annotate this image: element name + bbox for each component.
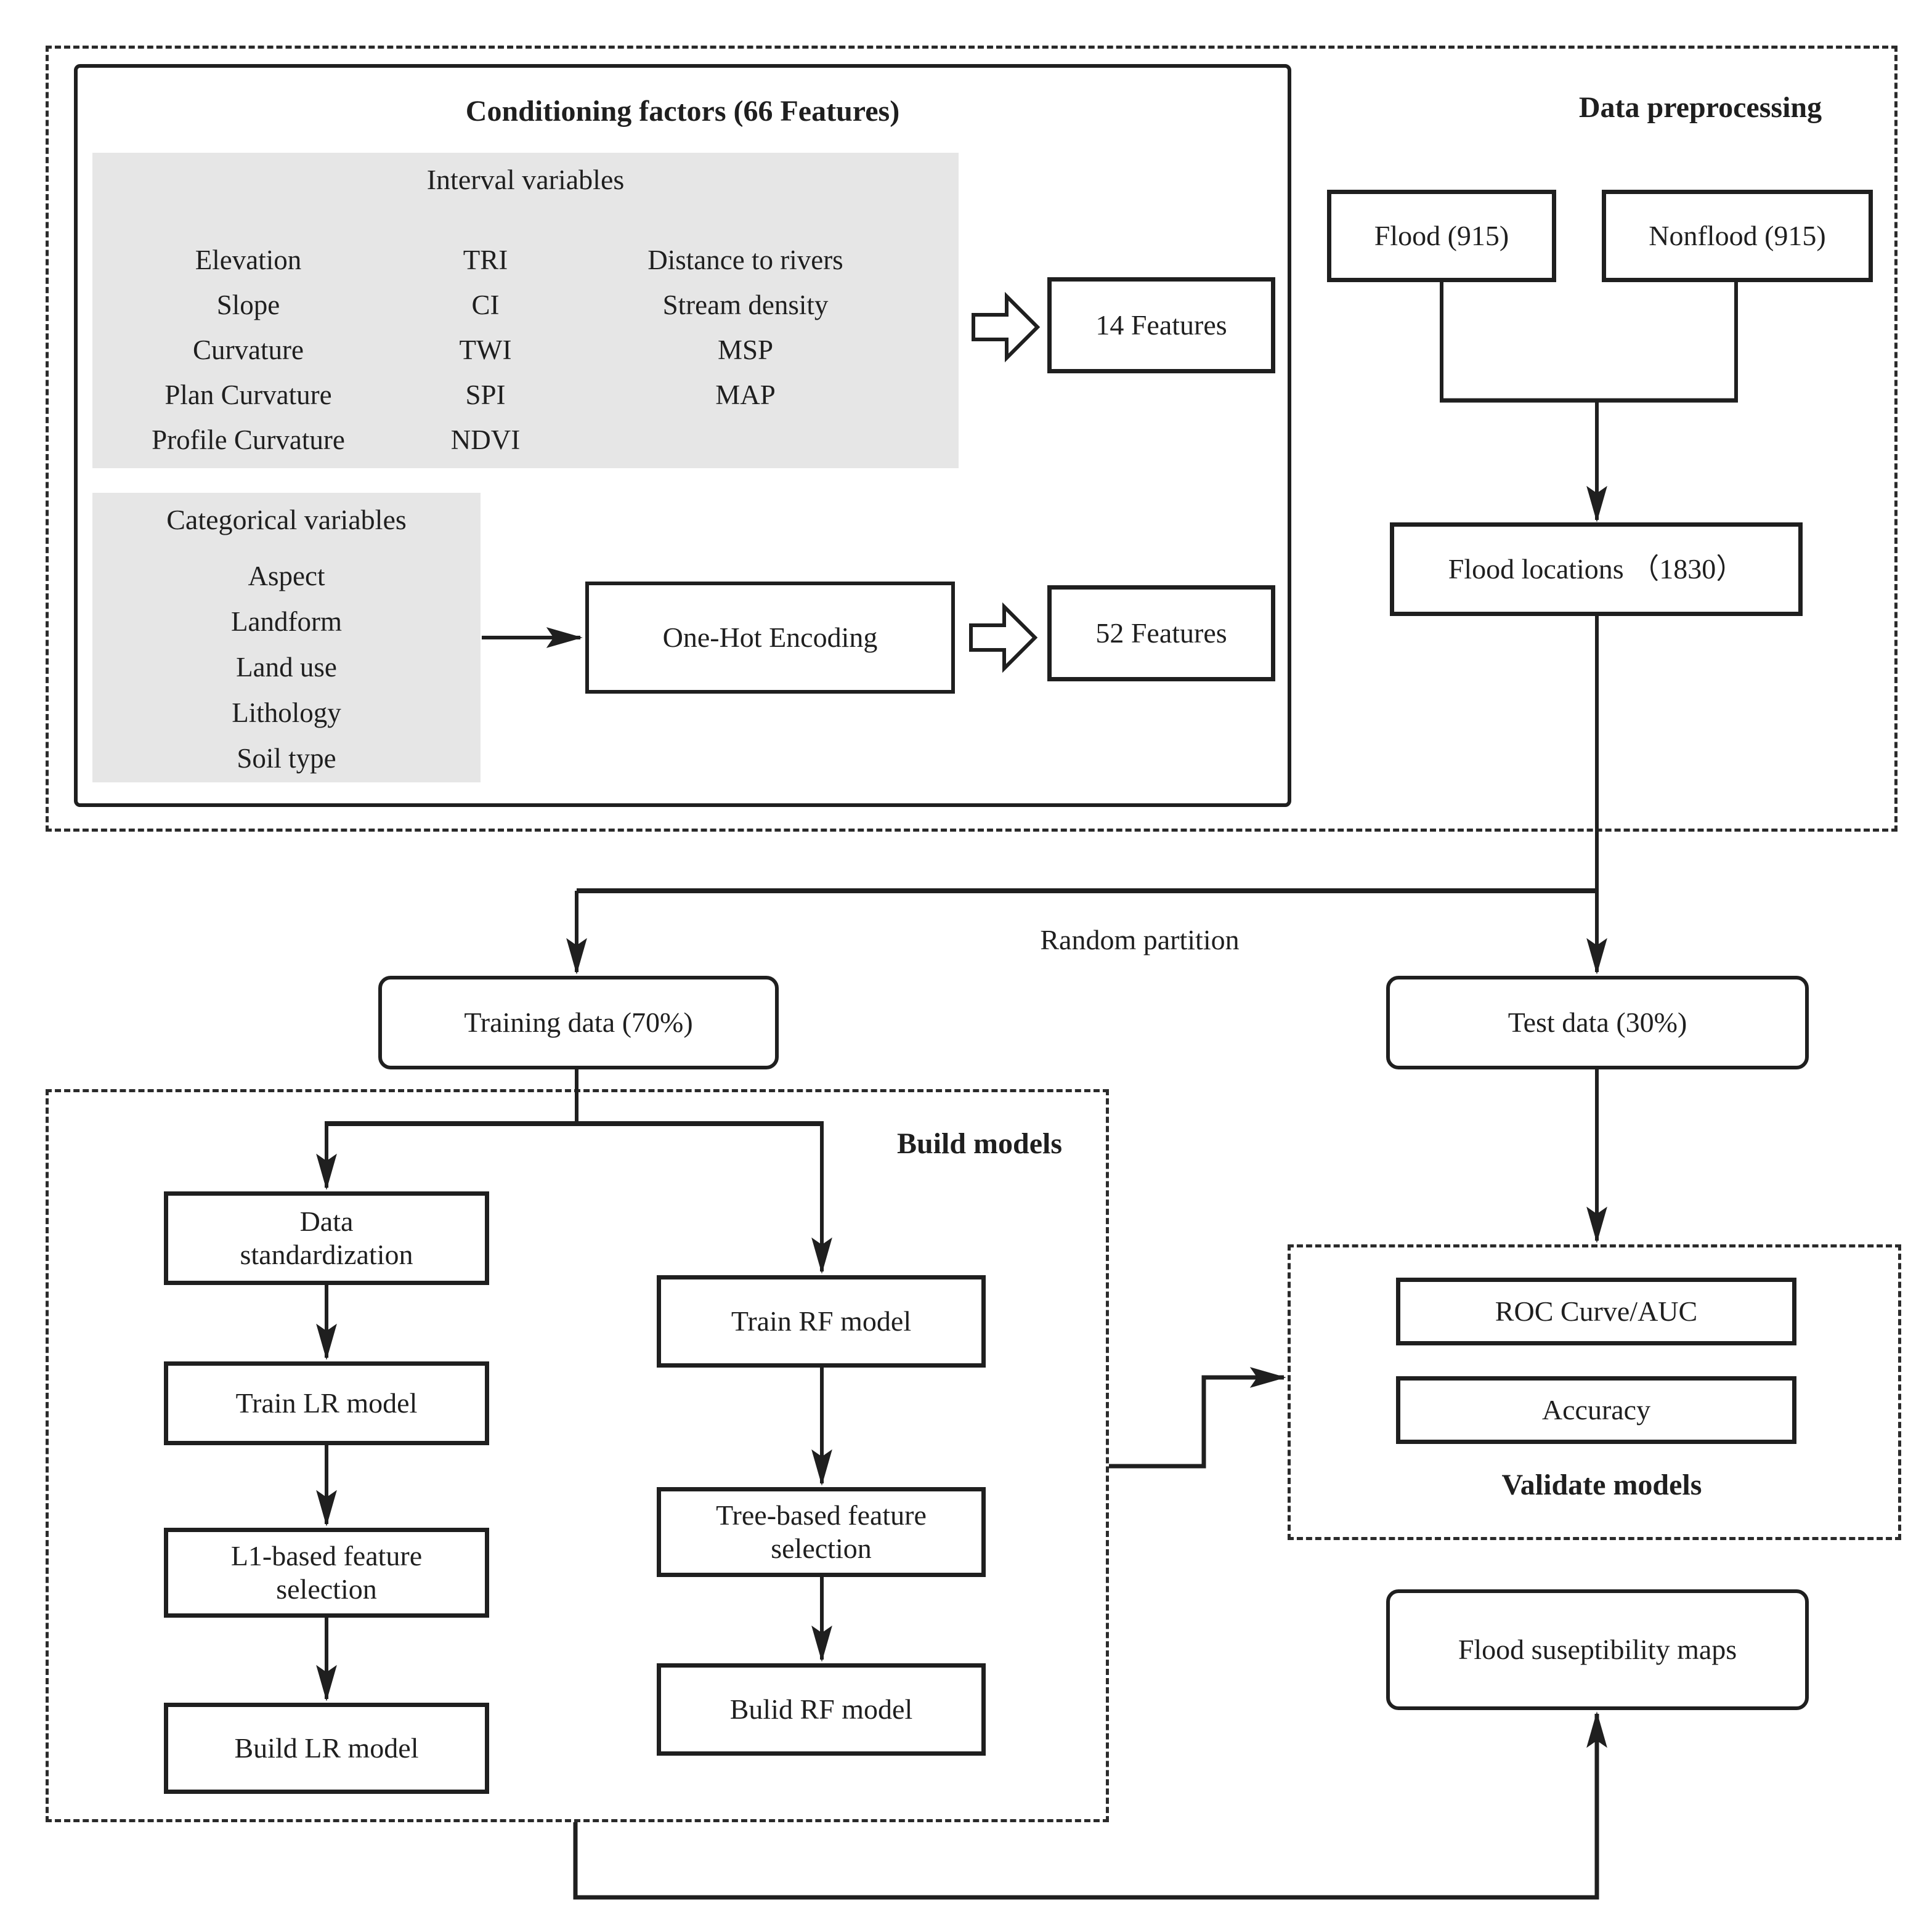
one-hot-encoding-box: One-Hot Encoding — [585, 582, 955, 694]
categorical-item: Land use — [236, 652, 337, 683]
flood-locations-box: Flood locations （1830） — [1390, 522, 1803, 616]
training-data-box: Training data (70%) — [378, 976, 779, 1069]
tree-feature-selection-box: Tree-based feature selection — [657, 1487, 986, 1577]
nonflood-label: Nonflood (915) — [1649, 219, 1826, 251]
tree-feature-selection-label: Tree-based feature selection — [716, 1499, 927, 1564]
build-lr-model-label: Build LR model — [234, 1732, 419, 1764]
interval-item: Plan Curvature — [164, 379, 332, 410]
interval-column-2: TRI CI TWI SPI NDVI — [404, 238, 567, 463]
flood-locations-label: Flood locations （1830） — [1448, 553, 1745, 585]
test-data-label: Test data (30%) — [1508, 1006, 1687, 1038]
build-rf-model-label: Bulid RF model — [729, 1693, 913, 1725]
interval-item: Elevation — [195, 245, 302, 275]
interval-item: MSP — [717, 335, 774, 365]
categorical-variables-title: Categorical variables — [166, 504, 407, 535]
fourteen-features-box: 14 Features — [1047, 277, 1275, 373]
l1-feature-selection-label: L1-based feature selection — [230, 1539, 423, 1605]
build-models-title: Build models — [896, 1127, 1063, 1160]
flood-box: Flood (915) — [1327, 190, 1556, 282]
fiftytwo-features-label: 52 Features — [1095, 617, 1227, 649]
data-preprocessing-title: Data preprocessing — [1578, 91, 1822, 124]
conditioning-factors-title: Conditioning factors (66 Features) — [465, 95, 900, 128]
data-standardization-label: Data standardization — [240, 1205, 413, 1270]
categorical-variables-panel — [92, 493, 481, 782]
interval-item: CI — [471, 290, 500, 320]
flood-susceptibility-maps-label: Flood suseptibility maps — [1458, 1633, 1737, 1665]
train-rf-model-label: Train RF model — [731, 1305, 912, 1337]
fiftytwo-features-box: 52 Features — [1047, 585, 1275, 681]
arrow-build-to-validate — [1109, 1367, 1286, 1469]
categorical-item: Aspect — [248, 561, 325, 591]
flood-label: Flood (915) — [1374, 219, 1509, 251]
validate-models-region — [1288, 1244, 1901, 1540]
interval-item: MAP — [715, 379, 776, 410]
accuracy-box: Accuracy — [1396, 1376, 1796, 1444]
interval-item: NDVI — [450, 424, 521, 455]
train-lr-model-label: Train LR model — [235, 1387, 418, 1419]
l1-feature-selection-box: L1-based feature selection — [164, 1528, 489, 1618]
interval-variables-title: Interval variables — [426, 164, 625, 195]
data-preprocessing-region — [46, 46, 1898, 832]
interval-column-1: Elevation Slope Curvature Plan Curvature… — [92, 238, 404, 463]
roc-auc-box: ROC Curve/AUC — [1396, 1278, 1796, 1345]
build-rf-model-box: Bulid RF model — [657, 1663, 986, 1756]
interval-column-3: Distance to rivers Stream density MSP MA… — [567, 238, 924, 418]
nonflood-box: Nonflood (915) — [1602, 190, 1873, 282]
train-rf-model-box: Train RF model — [657, 1275, 986, 1368]
interval-item: TRI — [463, 245, 508, 275]
flood-susceptibility-maps-box: Flood suseptibility maps — [1386, 1589, 1809, 1710]
interval-item: Stream density — [662, 290, 829, 320]
one-hot-encoding-label: One-Hot Encoding — [662, 621, 878, 653]
categorical-item: Landform — [231, 606, 342, 637]
train-lr-model-box: Train LR model — [164, 1361, 489, 1445]
interval-item: SPI — [465, 379, 506, 410]
roc-auc-label: ROC Curve/AUC — [1495, 1295, 1698, 1327]
categorical-item: Lithology — [232, 697, 341, 728]
random-partition-label: Random partition — [1040, 924, 1240, 955]
interval-item: Slope — [216, 290, 280, 320]
interval-item: Distance to rivers — [647, 245, 843, 275]
interval-item: Profile Curvature — [152, 424, 345, 455]
test-data-box: Test data (30%) — [1386, 976, 1809, 1069]
interval-item: TWI — [459, 335, 512, 365]
training-data-label: Training data (70%) — [464, 1006, 693, 1038]
build-lr-model-box: Build LR model — [164, 1703, 489, 1794]
validate-models-title: Validate models — [1501, 1469, 1702, 1501]
interval-variables-panel — [92, 153, 959, 468]
data-standardization-box: Data standardization — [164, 1191, 489, 1285]
accuracy-label: Accuracy — [1541, 1393, 1651, 1425]
categorical-list: Aspect Landform Land use Lithology Soil … — [92, 553, 481, 781]
categorical-item: Soil type — [237, 743, 336, 774]
fourteen-features-label: 14 Features — [1095, 309, 1227, 341]
interval-item: Curvature — [193, 335, 304, 365]
